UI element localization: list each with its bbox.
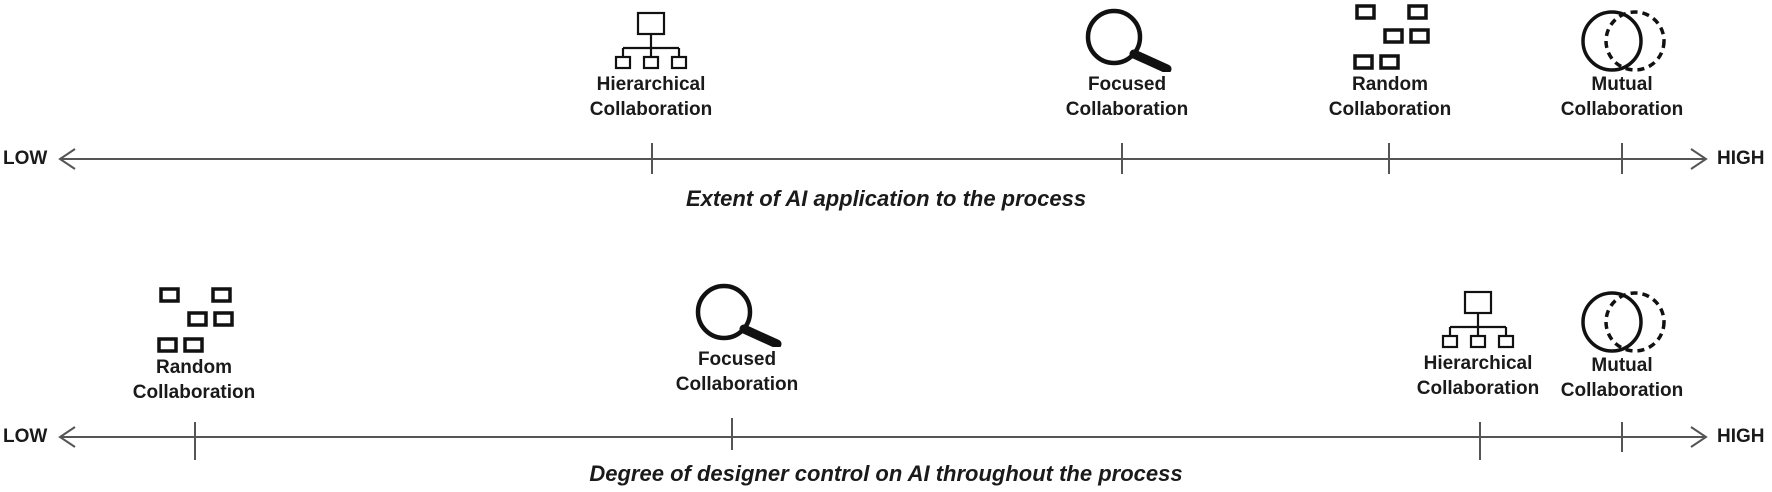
- axis-1-high-arrowhead: [1690, 148, 1708, 170]
- node-label-line2: Collaboration: [675, 374, 799, 395]
- overlapping-circles-icon: [1581, 10, 1666, 72]
- scattered-squares-icon: [157, 287, 234, 353]
- axis-1: [58, 143, 1708, 174]
- node-label-line2: Collaboration: [589, 99, 713, 120]
- axis-2: [58, 418, 1708, 460]
- hierarchy-icon: [614, 11, 688, 70]
- magnifier-icon: [1085, 8, 1172, 72]
- axis-2-low-arrowhead: [58, 426, 76, 448]
- node-label-line1: Mutual: [1591, 74, 1653, 95]
- node-label-line2: Collaboration: [1416, 378, 1540, 399]
- magnifier-icon: [695, 283, 782, 347]
- node-label-line2: Collaboration: [1560, 380, 1684, 401]
- axis-1-title: Extent of AI application to the process: [685, 186, 1087, 211]
- node-label-line2: Collaboration: [1328, 99, 1452, 120]
- node-label-line1: Focused: [1087, 74, 1167, 95]
- node-label-line2: Collaboration: [132, 382, 256, 403]
- axis-2-high-label: HIGH: [1717, 426, 1765, 447]
- node-label-line1: Random: [1352, 74, 1428, 95]
- node-label-line1: Mutual: [1591, 355, 1653, 376]
- axis-2-low-label: LOW: [3, 426, 48, 447]
- node-label-line1: Focused: [697, 349, 777, 370]
- node-label-line1: Random: [156, 357, 232, 378]
- node-label-line2: Collaboration: [1065, 99, 1189, 120]
- node-label-line2: Collaboration: [1560, 99, 1684, 120]
- hierarchy-icon: [1441, 290, 1515, 349]
- scattered-squares-icon: [1353, 4, 1430, 70]
- axis-2-title: Degree of designer control on AI through…: [589, 461, 1183, 486]
- node-label-line1: Hierarchical: [1423, 353, 1533, 374]
- axis-1-high-label: HIGH: [1717, 148, 1765, 169]
- node-label-line1: Hierarchical: [596, 74, 706, 95]
- axis-1-low-arrowhead: [58, 148, 76, 170]
- overlapping-circles-icon: [1581, 291, 1666, 353]
- axis-1-low-label: LOW: [3, 148, 48, 169]
- axis-2-high-arrowhead: [1690, 426, 1708, 448]
